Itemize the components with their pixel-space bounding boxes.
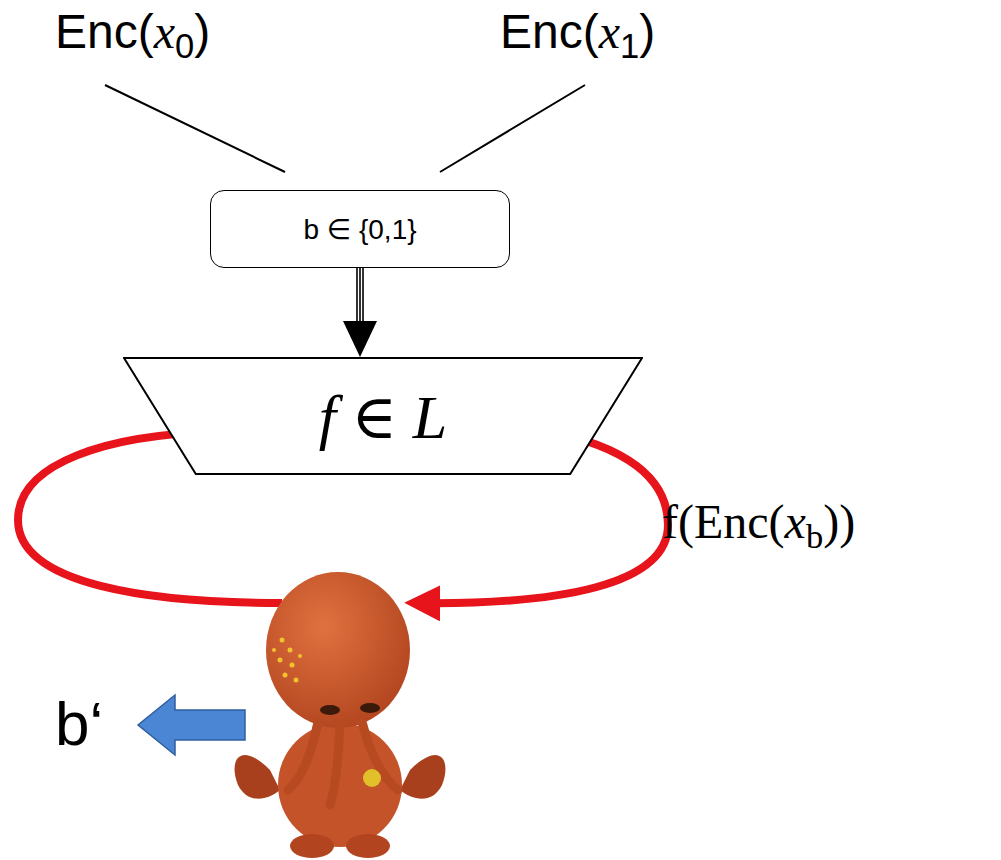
ciphertext-label: Enc(x1): [500, 4, 655, 59]
text-part: b: [806, 517, 823, 555]
arrow-head: [343, 321, 377, 357]
node-text: b ∈ {0,1}: [303, 213, 416, 246]
query-label: f(Enc(xb)): [662, 494, 855, 549]
text-part: f(Enc(: [662, 495, 785, 548]
guess-label: b‘: [55, 688, 103, 759]
text-part: 0: [175, 27, 194, 65]
arrow-shaft: [359, 268, 361, 322]
triple-arrow: [343, 268, 377, 357]
text-part: ): [639, 5, 655, 58]
choice-box: b ∈ {0,1}: [210, 190, 510, 268]
text-part: 1: [620, 27, 639, 65]
text-part: x: [154, 5, 175, 58]
arrow-shaft: [362, 268, 364, 322]
text-part: ): [194, 5, 210, 58]
node-text: f ∈ L: [319, 380, 448, 453]
arrow-shaft: [356, 268, 358, 322]
text-part: Enc(: [500, 5, 599, 58]
input-line: [440, 85, 585, 172]
trapezoid-shape: [124, 358, 642, 474]
text-part: )): [823, 495, 855, 548]
text-part: x: [785, 495, 806, 548]
output-arrow: [138, 695, 245, 755]
function-trapezoid: f ∈ L: [123, 357, 643, 475]
adversary-figure: [235, 572, 446, 858]
ciphertext-label: Enc(x0): [55, 4, 210, 59]
input-line: [105, 85, 285, 172]
text-part: Enc(: [55, 5, 154, 58]
text-part: x: [599, 5, 620, 58]
